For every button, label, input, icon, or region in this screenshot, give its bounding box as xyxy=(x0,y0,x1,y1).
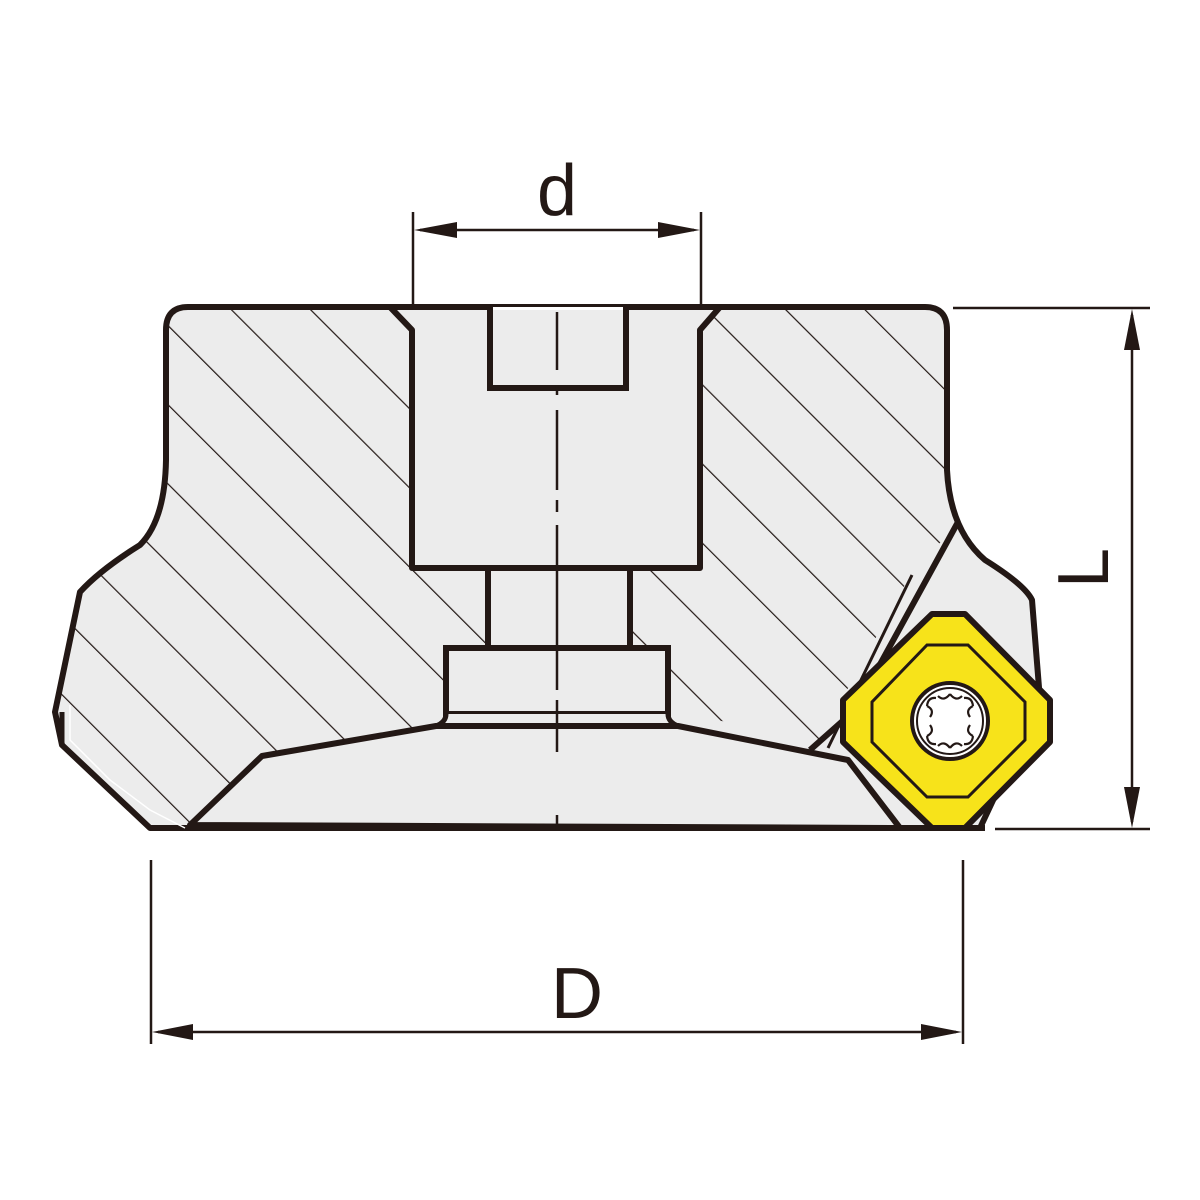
dimension-d: d xyxy=(411,151,703,304)
label-l: L xyxy=(1044,548,1124,588)
torx-screw xyxy=(910,681,990,761)
label-d: d xyxy=(537,151,577,231)
square-insert xyxy=(840,611,1053,831)
dimension-l: L xyxy=(953,306,1150,831)
label-D: D xyxy=(551,954,603,1034)
screw-hole xyxy=(485,565,633,651)
torx-icon xyxy=(925,693,975,749)
dimension-D: D xyxy=(149,860,965,1044)
